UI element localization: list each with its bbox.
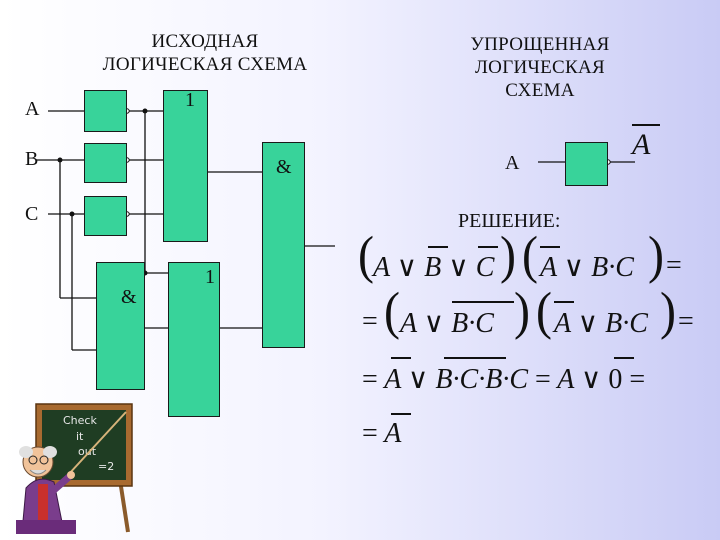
expr-line-1b: A ∨ B·C bbox=[540, 252, 634, 283]
right-title: УПРОЩЕННАЯ ЛОГИЧЕСКАЯ СХЕМА bbox=[430, 33, 650, 102]
right-title-line-2: ЛОГИЧЕСКАЯ bbox=[474, 57, 605, 78]
bar-l3-a1 bbox=[391, 357, 411, 359]
input-b-label: B bbox=[25, 148, 39, 170]
left-title-line-2: ЛОГИЧЕСКАЯ СХЕМА bbox=[102, 54, 308, 75]
or-gate-small-symbol: 1 bbox=[205, 266, 215, 288]
or-gate-large bbox=[163, 90, 208, 242]
paren-open-3: ( bbox=[384, 282, 400, 341]
paren-close-3: ) bbox=[514, 282, 530, 341]
and-gate-large bbox=[262, 142, 305, 348]
and-gate-small bbox=[96, 262, 145, 390]
simplified-input-label: A bbox=[505, 152, 520, 174]
not-gate-c bbox=[84, 196, 127, 236]
expr-line-2: A ∨ B·C bbox=[400, 308, 494, 339]
bar-l1-c bbox=[478, 246, 498, 248]
simplified-output-overline bbox=[632, 124, 660, 126]
expr-line-3: = A ∨ B·C·B·C = A ∨ 0 = bbox=[362, 364, 646, 395]
or-gate-small bbox=[168, 262, 220, 417]
expr-line-1: A ∨ B ∨ C bbox=[373, 252, 495, 283]
paren-close-4: ) bbox=[660, 282, 676, 341]
left-title: ИСХОДНАЯ ЛОГИЧЕСКАЯ СХЕМА bbox=[60, 30, 350, 76]
paren-close-1: ) bbox=[500, 226, 516, 285]
paren-open-4: ( bbox=[536, 282, 552, 341]
solution-label: РЕШЕНИЕ: bbox=[458, 210, 561, 232]
eq-l1: = bbox=[666, 250, 682, 281]
bar-l1-a bbox=[540, 246, 560, 248]
left-title-line-1: ИСХОДНАЯ bbox=[151, 31, 259, 52]
bar-l3-a2 bbox=[614, 357, 634, 359]
and-gate-large-symbol: & bbox=[276, 156, 292, 178]
expr-line-2b: A ∨ B·C bbox=[554, 308, 648, 339]
expr-line-4: = A bbox=[362, 418, 402, 449]
not-gate-simplified bbox=[565, 142, 608, 186]
and-gate-small-symbol: & bbox=[121, 286, 137, 308]
bar-l1-b bbox=[428, 246, 448, 248]
board-text-4: =2 bbox=[98, 460, 114, 473]
not-gate-a bbox=[84, 90, 127, 132]
eq-l2-end: = bbox=[678, 306, 694, 337]
right-title-line-1: УПРОЩЕННАЯ bbox=[470, 34, 610, 55]
board-text-1: Check bbox=[63, 414, 97, 427]
not-gate-b bbox=[84, 143, 127, 183]
teacher-cartoon: Check it out =2 bbox=[16, 403, 133, 534]
simplified-output: A bbox=[632, 128, 650, 162]
input-a-label: A bbox=[25, 98, 40, 120]
or-gate-large-symbol: 1 bbox=[185, 89, 195, 111]
paren-open-1: ( bbox=[358, 226, 374, 285]
bar-l3-bc bbox=[444, 357, 506, 359]
right-title-line-3: СХЕМА bbox=[505, 80, 575, 101]
simplified-output-var: A bbox=[632, 128, 651, 161]
eq-l2-start: = bbox=[362, 306, 378, 337]
bar-l2-bc bbox=[452, 301, 514, 303]
bar-l2-a bbox=[554, 301, 574, 303]
input-c-label: C bbox=[25, 203, 39, 225]
paren-close-2: ) bbox=[648, 226, 664, 285]
bar-l4-a bbox=[391, 413, 411, 415]
board-text-2: it bbox=[76, 430, 84, 443]
paren-open-2: ( bbox=[522, 226, 538, 285]
